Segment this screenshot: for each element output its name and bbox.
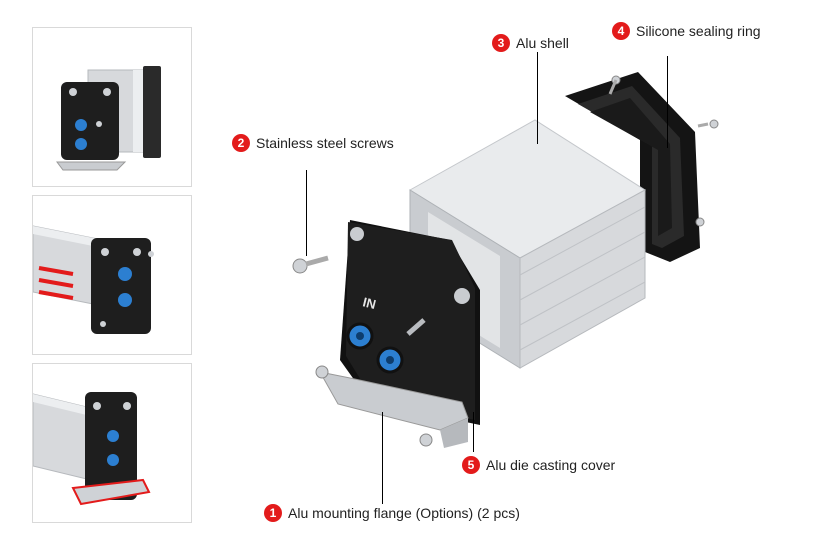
callout-label-4: Silicone sealing ring xyxy=(636,23,761,39)
thumbnail-front-view[interactable] xyxy=(32,27,192,187)
callout-1: 1 Alu mounting flange (Options) (2 pcs) xyxy=(264,504,520,522)
leader-line-3 xyxy=(537,52,538,144)
callout-4: 4 Silicone sealing ring xyxy=(612,22,761,40)
leader-line-1 xyxy=(382,412,383,504)
enclosure-front-view-icon xyxy=(56,66,161,171)
silicone-sealing-ring xyxy=(565,72,700,262)
thumbnail-side-view[interactable] xyxy=(32,195,192,355)
rear-screws xyxy=(608,75,719,227)
leader-line-5 xyxy=(473,412,474,452)
callout-2: 2 Stainless steel screws xyxy=(232,134,394,152)
callout-number-5: 5 xyxy=(462,456,480,474)
stainless-steel-screw xyxy=(292,255,329,274)
callout-label-1: Alu mounting flange (Options) (2 pcs) xyxy=(288,505,520,521)
exploded-enclosure-diagram: IN xyxy=(292,72,719,448)
callout-number-4: 4 xyxy=(612,22,630,40)
cover-in-label: IN xyxy=(361,294,377,312)
leader-line-2 xyxy=(306,170,307,256)
callout-label-5: Alu die casting cover xyxy=(486,457,616,473)
callout-5: 5 Alu die casting cover xyxy=(462,456,615,474)
callout-number-3: 3 xyxy=(492,34,510,52)
alu-mounting-flange xyxy=(315,365,469,448)
enclosure-flange-view-icon xyxy=(33,392,151,506)
thumbnail-flange-view[interactable] xyxy=(32,363,192,523)
callout-number-1: 1 xyxy=(264,504,282,522)
callout-number-2: 2 xyxy=(232,134,250,152)
leader-line-4 xyxy=(667,56,668,148)
alu-die-casting-cover: IN xyxy=(340,220,480,425)
callout-3: 3 Alu shell xyxy=(492,34,569,52)
enclosure-side-view-icon xyxy=(33,225,154,334)
callout-label-3: Alu shell xyxy=(516,35,569,51)
callout-label-2: Stainless steel screws xyxy=(256,135,394,151)
